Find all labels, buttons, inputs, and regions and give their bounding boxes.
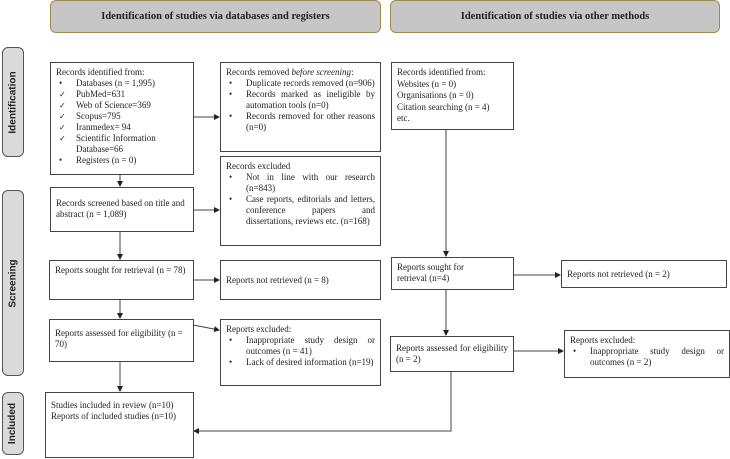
reports-excluded-box: Reports excluded: Inappropriate study de… xyxy=(220,319,381,386)
phase-screening: Screening xyxy=(2,190,24,376)
box-title: Reports excluded: xyxy=(226,324,292,334)
list-item: Case reports, editorials and letters, co… xyxy=(226,194,375,227)
list-item: Websites (n = 0) xyxy=(397,78,457,89)
studies-included-box: Studies included in review (n=10) Report… xyxy=(45,392,194,458)
list-item: Organisations (n = 0) xyxy=(397,90,474,100)
phase-label: Screening xyxy=(7,258,19,308)
list-item: Inappropriate study design or outcomes (… xyxy=(570,346,724,368)
header-other-methods: Identification of studies via other meth… xyxy=(390,0,720,33)
list-item: Records removed for other reasons (n=0) xyxy=(226,111,375,133)
records-identified-box: Records identified from: Databases (n = … xyxy=(50,62,194,175)
list-item: Citation searching (n = 4) xyxy=(397,101,490,112)
list-item: Records marked as ineligible by automati… xyxy=(226,89,375,111)
arrow xyxy=(193,371,452,434)
records-excluded-box: Records excluded Not in line with our re… xyxy=(220,156,381,246)
phase-label: Included xyxy=(7,402,19,445)
list-item: etc. xyxy=(397,113,410,123)
records-removed-box: Records removed before screening: Duplic… xyxy=(220,62,381,152)
list-item: Inappropriate study design or outcomes (… xyxy=(226,335,375,357)
header-databases: Identification of studies via databases … xyxy=(50,0,381,33)
other-reports-sought-box: Reports sought for retrieval (n=4) xyxy=(391,257,514,290)
title-text: Records removed xyxy=(226,67,292,77)
box-title: Records identified from: xyxy=(397,67,486,77)
list-item: Iranmedex= 94 xyxy=(56,122,188,133)
box-title: Records excluded xyxy=(226,161,291,171)
reports-sought-box: Reports sought for retrieval (n = 78) xyxy=(49,260,194,300)
list-item: Scopus=795 xyxy=(56,111,188,122)
other-records-identified-box: Records identified from: Websites (n = 0… xyxy=(391,62,514,130)
reports-assessed-box: Reports assessed for eligibility (n = 70… xyxy=(49,319,194,362)
box-title: Reports excluded: xyxy=(570,335,636,345)
phase-identification: Identification xyxy=(2,47,24,157)
list-item: Web of Science=369 xyxy=(56,100,188,111)
included-reports: Reports of included studies (n=10) xyxy=(51,411,177,421)
other-reports-excluded-box: Reports excluded: Inappropriate study de… xyxy=(564,330,730,378)
list-item: Scientific Information Database=66 xyxy=(56,133,188,155)
phase-included: Included xyxy=(2,392,24,455)
list-item: Registers (n = 0) xyxy=(56,155,188,166)
phase-label: Identification xyxy=(7,70,19,134)
title-emphasis: before screening xyxy=(291,67,352,77)
other-reports-assessed-box: Reports assessed for eligibility (n = 2) xyxy=(390,336,514,372)
list-item: Not in line with our research (n=843) xyxy=(226,172,375,194)
list-item: Duplicate records removed (n=906) xyxy=(226,78,375,89)
included-studies: Studies included in review (n=10) xyxy=(51,400,174,410)
list-item: Lack of desired information (n=19) xyxy=(226,357,375,368)
reports-not-retrieved-box: Reports not retrieved (n = 8) xyxy=(220,260,381,300)
box-title: Records identified from: xyxy=(56,67,145,77)
title-text: : xyxy=(351,67,354,77)
box-title: Records removed before screening: xyxy=(226,67,375,78)
arrow xyxy=(192,324,220,333)
list-item: Databases (n = 1,995) xyxy=(56,78,188,89)
other-reports-not-retrieved-box: Reports not retrieved (n = 2) xyxy=(561,260,727,288)
list-item: PubMed=631 xyxy=(56,89,188,100)
records-screened-box: Records screened based on title and abst… xyxy=(50,187,194,232)
